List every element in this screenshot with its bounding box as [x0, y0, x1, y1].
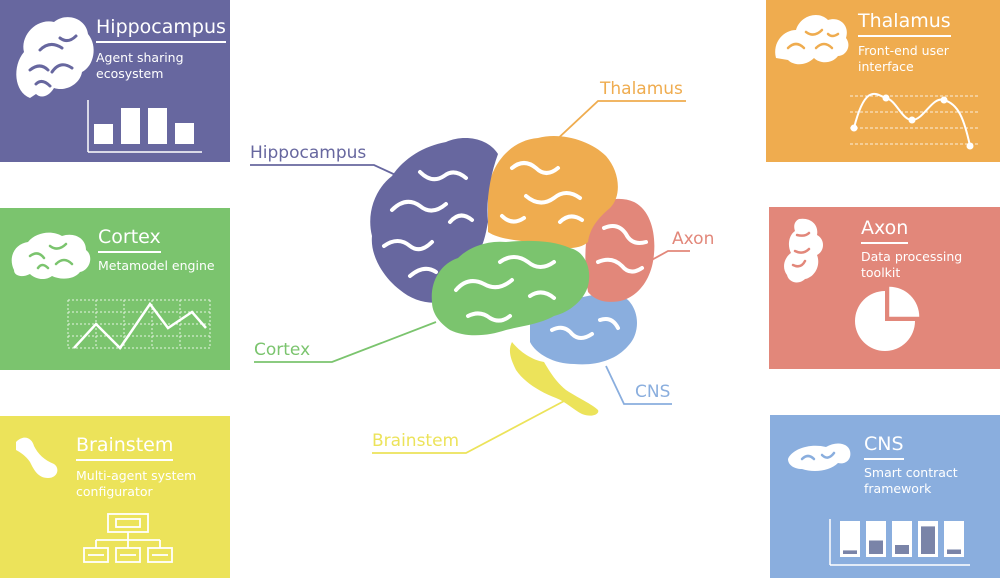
bar: [121, 108, 140, 144]
cns-card-title: CNS: [864, 433, 904, 460]
thalamus-card-subtitle: Front-end user interface: [858, 43, 949, 74]
brainstem-card: Brainstem Multi-agent system configurato…: [0, 416, 230, 578]
thalamus-card-graphics: [775, 15, 980, 150]
hippocampus-card: Hippocampus Agent sharing ecosystem: [0, 0, 230, 162]
cortex-icon: [11, 232, 91, 280]
brainstem-card-subtitle: Multi-agent system configurator: [76, 468, 197, 499]
brain-folds: [382, 161, 648, 340]
cortex-card-subtitle: Metamodel engine: [98, 258, 215, 273]
level-bar-fill: [869, 540, 883, 554]
bar: [175, 123, 194, 144]
bar-chart-icon: [829, 519, 970, 566]
cortex-card-title: Cortex: [98, 226, 161, 253]
thalamus-card: Thalamus Front-end user interface: [766, 0, 1000, 162]
bar: [148, 108, 167, 144]
curve-chart-icon: [850, 92, 980, 150]
axon-label: Axon: [672, 229, 715, 249]
brainstem-icon: [16, 437, 58, 478]
bar-chart-icon: [87, 100, 202, 153]
axon-card-graphics: [784, 218, 920, 351]
thalamus-card-title: Thalamus: [858, 10, 951, 37]
cns-icon: [788, 443, 851, 471]
level-bar-fill: [921, 526, 935, 554]
cortex-card-graphics: [11, 232, 211, 350]
axon-icon: [784, 218, 823, 283]
bar: [94, 124, 113, 144]
pie-chart-icon: [855, 286, 920, 351]
thalamus-icon: [775, 15, 849, 65]
cortex-card: Cortex Metamodel engine: [0, 208, 230, 370]
level-bar-frame: [944, 521, 964, 557]
cns-card-graphics: [788, 443, 970, 566]
level-bar-fill: [843, 550, 857, 554]
cns-card: CNS Smart contract framework: [770, 415, 1000, 578]
level-bar-fill: [947, 549, 961, 554]
label-connectors: [250, 100, 690, 454]
axon-region: [585, 198, 655, 302]
brainstem-card-title: Brainstem: [76, 434, 174, 461]
hippocampus-card-title: Hippocampus: [96, 16, 226, 43]
axon-card-subtitle: Data processing toolkit: [861, 249, 963, 280]
brainstem-region: [509, 342, 599, 416]
cortex-label: Cortex: [254, 340, 311, 360]
brainstem-label: Brainstem: [372, 431, 460, 451]
hippocampus-card-subtitle: Agent sharing ecosystem: [96, 50, 184, 81]
brainstem-card-graphics: [16, 437, 173, 563]
brain-icon: [16, 17, 94, 98]
axon-card-title: Axon: [861, 217, 909, 244]
hippocampus-label: Hippocampus: [250, 143, 367, 163]
cns-label: CNS: [635, 382, 671, 402]
level-bar-frame: [840, 521, 860, 557]
level-bar-fill: [895, 545, 909, 554]
cns-card-subtitle: Smart contract framework: [864, 465, 958, 496]
axon-card: Axon Data processing toolkit: [769, 207, 1000, 369]
hippocampus-card-graphics: [16, 17, 202, 153]
thalamus-label: Thalamus: [600, 79, 683, 99]
hierarchy-icon: [83, 513, 173, 563]
line-chart-icon: [67, 299, 211, 350]
